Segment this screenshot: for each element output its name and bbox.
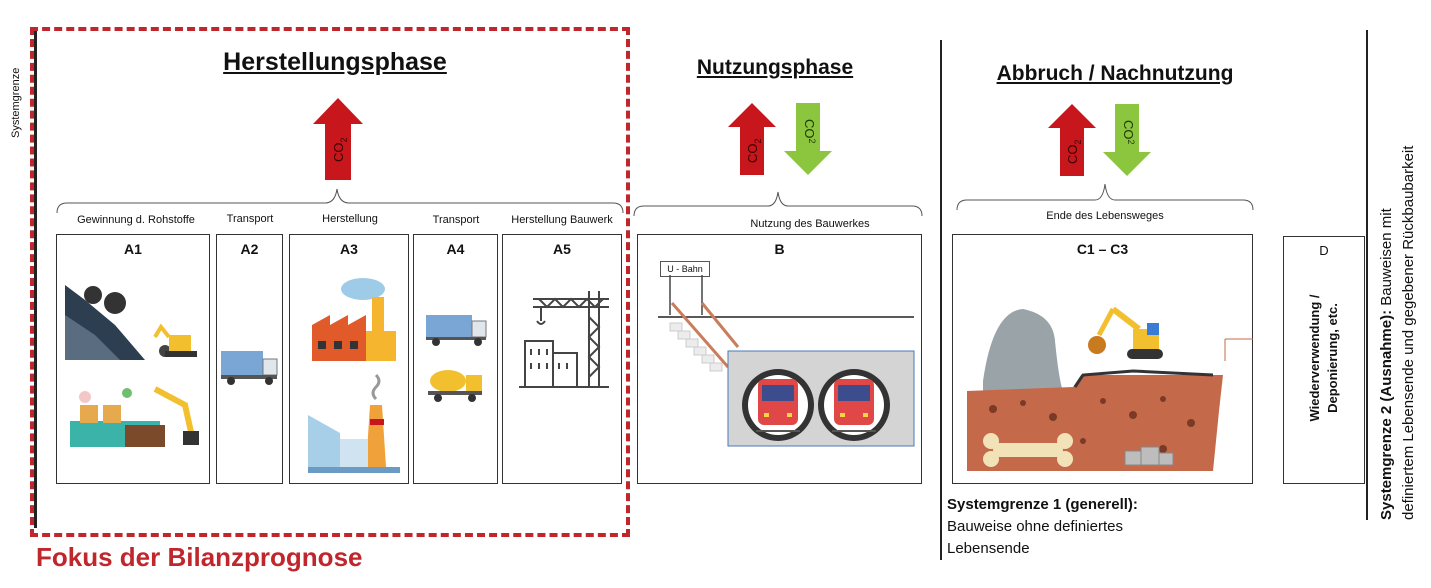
- bracket-nutzung: [633, 191, 923, 217]
- systemgrenze1-line2: Lebensende: [947, 540, 1030, 557]
- systemgrenze2-title: Systemgrenze 2 (Ausnahme):: [1378, 309, 1395, 520]
- ubahn-sign: U - Bahn: [660, 261, 710, 277]
- power-plant-icon: [308, 373, 400, 473]
- cement-mixer-icon: [428, 370, 482, 402]
- stage-box-c: C1 – C3: [952, 234, 1253, 484]
- stage-box-d: D Wiederverwendung / Deponierung, etc.: [1283, 236, 1365, 484]
- stage-label-a1: Gewinnung d. Rohstoffe: [77, 214, 195, 226]
- system-boundary-line: [34, 30, 37, 528]
- stage-label-b: Nutzung des Bauwerkes: [750, 218, 870, 230]
- bracket-herstellung: [56, 188, 624, 214]
- stage-code-d: D: [1319, 243, 1329, 258]
- stage-label-a4: Transport: [432, 214, 480, 226]
- factory-icon: [312, 278, 396, 361]
- stage-code-a4: A4: [446, 241, 465, 257]
- truck-icon: [426, 315, 487, 346]
- systemgrenze1-title: Systemgrenze 1 (generell):: [947, 496, 1138, 513]
- stage-box-a3: A3: [289, 234, 409, 484]
- svg-text:CO2: CO2: [1121, 120, 1136, 145]
- co2-emission-arrow-herstellung: CO2: [313, 98, 363, 180]
- bracket-abbruch: [956, 183, 1254, 211]
- systemgrenze2-line2: definiertem Lebensende und gegebener Rüc…: [1400, 145, 1417, 520]
- systemgrenze1-line1: Bauweise ohne definiertes: [947, 518, 1123, 535]
- subway-station-illustration: [658, 275, 915, 447]
- phase-title-herstellung: Herstellungsphase: [223, 48, 447, 76]
- phase-title-abbruch: Abbruch / Nachnutzung: [996, 62, 1234, 85]
- separator-systemgrenze2: [1366, 30, 1368, 520]
- co2-emission-arrow-abbruch: CO2: [1048, 104, 1096, 176]
- svg-text:CO2: CO2: [745, 138, 763, 163]
- system-boundary-label: Systemgrenze: [10, 67, 22, 138]
- focus-frame: [30, 27, 630, 537]
- focus-label: Fokus der Bilanzprognose: [36, 542, 363, 572]
- stage-d-text-line2: Deponierung, etc.: [1325, 303, 1340, 413]
- systemgrenze2-rest: Bauweisen mit: [1378, 208, 1395, 310]
- demolition-illustration: [967, 306, 1253, 471]
- stage-code-a5: A5: [553, 241, 571, 257]
- stage-code-a3: A3: [340, 241, 358, 257]
- stage-label-a3: Herstellung: [322, 213, 378, 225]
- stage-code-c: C1 – C3: [1076, 241, 1129, 257]
- stage-d-text-line1: Wiederverwendung /: [1307, 294, 1322, 422]
- stage-code-a2: A2: [240, 241, 259, 257]
- svg-text:CO2: CO2: [1065, 139, 1083, 164]
- stage-box-a2: A2: [216, 234, 283, 484]
- systemgrenze2-block: Systemgrenze 2 (Ausnahme): Bauweisen mit…: [1376, 146, 1420, 520]
- co2-emission-arrow-nutzung: CO2: [728, 103, 776, 175]
- stage-label-c: Ende des Lebensweges: [1046, 210, 1164, 222]
- stage-box-a4: A4: [413, 234, 498, 484]
- stage-box-a1: A1: [56, 234, 210, 484]
- co2-uptake-arrow-nutzung: CO2: [784, 103, 832, 175]
- phase-title-nutzung: Nutzungsphase: [696, 56, 854, 79]
- stage-code-a1: A1: [124, 241, 142, 257]
- svg-text:CO2: CO2: [331, 137, 349, 162]
- excavation-illustration: [70, 386, 199, 447]
- svg-text:CO2: CO2: [802, 119, 817, 144]
- systemgrenze1-block: Systemgrenze 1 (generell): Bauweise ohne…: [947, 494, 1138, 560]
- stage-box-a5: A5: [502, 234, 622, 484]
- construction-crane-icon: [519, 291, 609, 388]
- stage-label-a5: Herstellung Bauwerk: [511, 214, 613, 226]
- stage-box-b: B U - Bahn: [637, 234, 922, 484]
- co2-uptake-arrow-abbruch: CO2: [1103, 104, 1151, 176]
- stage-code-b: B: [774, 241, 785, 257]
- truck-icon: [221, 351, 278, 385]
- mining-illustration: [65, 285, 197, 360]
- stage-label-a2: Transport: [226, 213, 274, 225]
- stage-d-text: Wiederverwendung / Deponierung, etc.: [1306, 271, 1342, 445]
- separator-nutzung-abbruch: [940, 40, 942, 560]
